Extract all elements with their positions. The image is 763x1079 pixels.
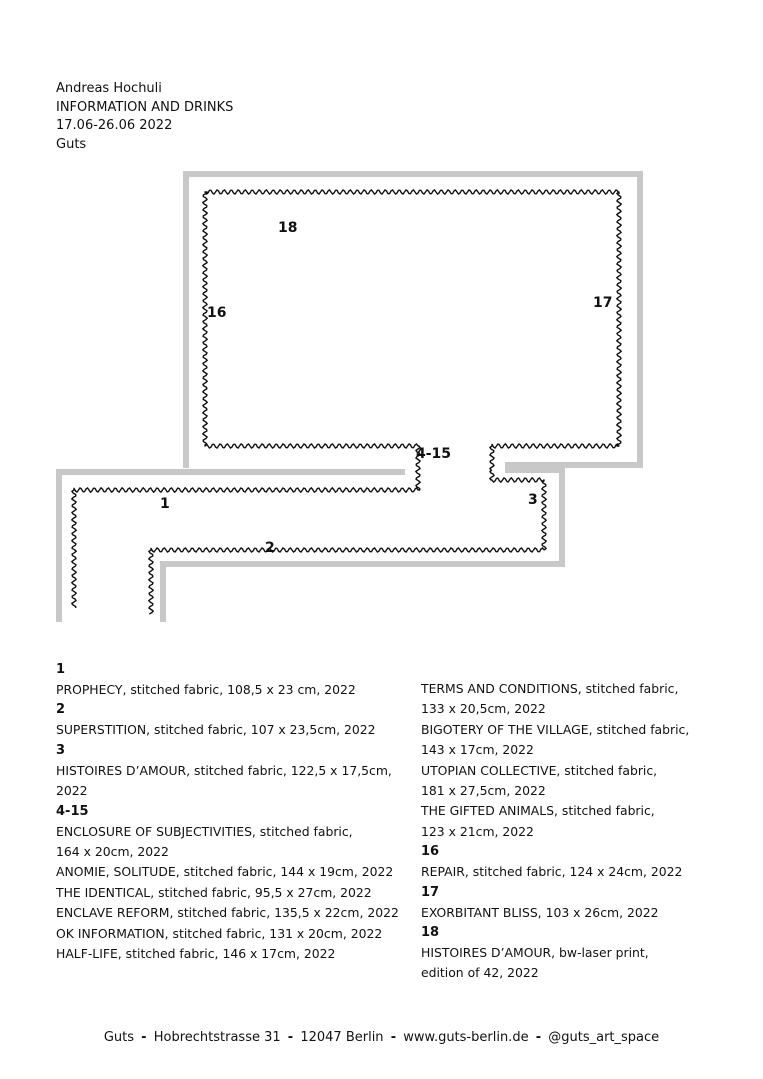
work-entry: REPAIR, stitched fabric, 124 x 24cm, 202…: [421, 864, 683, 880]
exhibition-title: INFORMATION AND DRINKS: [56, 99, 234, 115]
work-entry: BIGOTERY OF THE VILLAGE, stitched fabric…: [421, 721, 690, 737]
work-entry: THE GIFTED ANIMALS, stitched fabric,: [421, 803, 655, 819]
work-number: 16: [421, 844, 440, 860]
plan-label-17: 17: [593, 295, 612, 311]
work-path-4-15-16-17-18: [202, 189, 622, 471]
plan-label-16: 16: [207, 305, 226, 321]
work-entry: 2022: [56, 783, 88, 799]
plan-label-2: 2: [265, 540, 275, 556]
work-entry: edition of 42, 2022: [421, 965, 539, 981]
work-entry: ENCLOSURE OF SUBJECTIVITIES, stitched fa…: [56, 823, 353, 839]
plan-label-1: 1: [160, 496, 170, 512]
work-entry: 123 x 21cm, 2022: [421, 823, 534, 839]
work-path-1-2: [71, 469, 545, 615]
work-entry: 181 x 27,5cm, 2022: [421, 783, 546, 799]
work-entry: HALF-LIFE, stitched fabric, 146 x 17cm, …: [56, 946, 336, 962]
work-number: 18: [421, 925, 440, 941]
work-entry: PROPHECY, stitched fabric, 108,5 x 23 cm…: [56, 682, 356, 697]
footer-separator: -: [535, 1030, 542, 1045]
venue-name: Guts: [56, 136, 87, 152]
footer-city: 12047 Berlin: [300, 1030, 384, 1045]
plan-label-4-15: 4-15: [416, 446, 451, 462]
work-entry: 133 x 20,5cm, 2022: [421, 701, 546, 717]
stitched-works: [71, 189, 622, 615]
work-entry: HISTOIRES D’AMOUR, bw-laser print,: [421, 945, 649, 961]
work-entry: EXORBITANT BLISS, 103 x 26cm, 2022: [421, 904, 659, 920]
work-number: 3: [56, 742, 66, 758]
footer-website-link[interactable]: www.guts-berlin.de: [403, 1030, 529, 1045]
work-entry: HISTOIRES D’AMOUR, stitched fabric, 122,…: [56, 762, 392, 778]
work-entry: UTOPIAN COLLECTIVE, stitched fabric,: [421, 762, 658, 778]
floor-plan: 18 16 17 4-15 3 1 2: [56, 171, 643, 622]
plan-labels: 18 16 17 4-15 3 1 2: [160, 220, 612, 556]
work-entry: TERMS AND CONDITIONS, stitched fabric,: [421, 681, 679, 696]
footer-separator: -: [390, 1030, 397, 1045]
work-number: 17: [421, 884, 440, 900]
footer-separator: -: [141, 1030, 147, 1045]
work-entry: ANOMIE, SOLITUDE, stitched fabric, 144 x…: [56, 864, 394, 880]
work-entry: 143 x 17cm, 2022: [421, 742, 534, 758]
work-number: 4-15: [56, 803, 89, 819]
header: Andreas Hochuli INFORMATION AND DRINKS 1…: [56, 80, 233, 154]
gallery-walls: [56, 171, 643, 622]
work-number: 2: [56, 702, 66, 718]
plan-label-18: 18: [278, 220, 297, 236]
exhibition-dates: 17.06-26.06 2022: [56, 118, 173, 133]
footer-address: Hobrechtstrasse 31: [153, 1030, 281, 1045]
plan-label-3: 3: [528, 492, 538, 508]
footer-separator: -: [287, 1030, 294, 1045]
work-entry: 164 x 20cm, 2022: [56, 844, 169, 860]
work-entry: THE IDENTICAL, stitched fabric, 95,5 x 2…: [56, 884, 372, 900]
work-entry: SUPERSTITION, stitched fabric, 107 x 23,…: [56, 722, 376, 738]
work-entry: ENCLAVE REFORM, stitched fabric, 135,5 x…: [56, 905, 399, 921]
footer-venue: Guts: [103, 1030, 135, 1045]
wall-lower-left: [56, 469, 405, 622]
wall-lower-right: [160, 467, 565, 622]
artist-name: Andreas Hochuli: [56, 81, 162, 96]
footer-social-handle[interactable]: @guts_art_space: [548, 1030, 660, 1045]
wall-upper-room: [183, 171, 643, 468]
work-number: 1: [56, 662, 66, 677]
work-path-3: [489, 469, 547, 551]
footer: Guts - Hobrechtstrasse 31 - 12047 Berlin…: [0, 1030, 763, 1045]
works-list-right: TERMS AND CONDITIONS, stitched fabric, 13…: [421, 679, 721, 984]
work-entry: OK INFORMATION, stitched fabric, 131 x 2…: [56, 925, 383, 941]
